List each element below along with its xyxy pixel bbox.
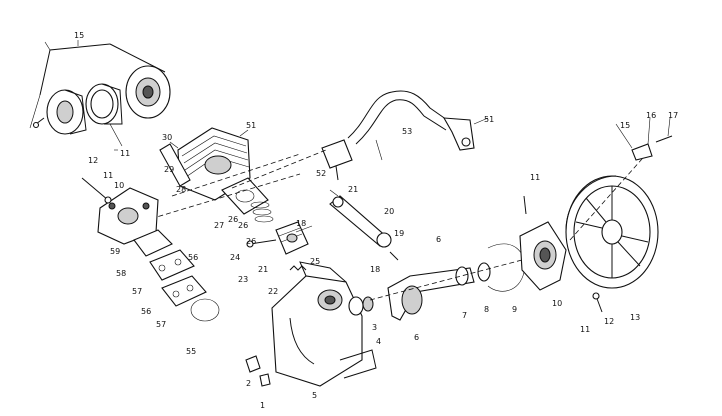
callout-18-rod: 18	[370, 265, 380, 274]
callout-16: 16	[646, 111, 656, 120]
callout-26-a: 26	[228, 215, 238, 224]
callout-20: 20	[384, 207, 394, 216]
discharge-tube-assembly	[231, 90, 475, 189]
callout-11-left: 11	[103, 171, 113, 180]
air-filter-assembly	[29, 41, 171, 147]
callout-59: 59	[110, 247, 120, 256]
crankcase	[245, 261, 377, 387]
callout-26-b: 26	[238, 221, 248, 230]
callout-30: 30	[162, 133, 172, 142]
callout-15-washer: 15	[620, 121, 630, 130]
callout-11-bolt: 11	[580, 325, 590, 334]
callout-12-left: 12	[88, 156, 98, 165]
callout-15-top: 15	[74, 31, 84, 40]
callout-6-key: 6	[436, 235, 441, 244]
callout-27: 27	[214, 221, 224, 230]
callout-9: 9	[512, 305, 517, 314]
callout-23: 23	[238, 275, 248, 284]
callout-52: 52	[316, 169, 326, 178]
callout-12-washer: 12	[604, 317, 614, 326]
callout-21-mid: 21	[258, 265, 268, 274]
callout-57-a: 57	[132, 287, 142, 296]
bearing-cover	[487, 195, 567, 292]
callout-53: 53	[402, 127, 412, 136]
callout-26-c: 26	[246, 237, 256, 246]
callout-25: 25	[310, 257, 320, 266]
callout-51-elbow: 51	[484, 115, 494, 124]
callout-11-filter: 11	[120, 149, 130, 158]
flywheel	[565, 135, 673, 313]
callout-6-shaft: 6	[414, 333, 419, 342]
cylinder-head-assembly	[119, 127, 301, 229]
callout-10-cover: 10	[552, 299, 562, 308]
callout-28: 28	[176, 185, 186, 194]
callout-3: 3	[372, 323, 377, 332]
crankshaft	[369, 249, 561, 321]
callout-56-b: 56	[141, 307, 151, 316]
callout-1: 1	[260, 401, 265, 410]
callout-22: 22	[268, 287, 278, 296]
callout-57-b: 57	[156, 320, 166, 329]
callout-58: 58	[116, 269, 126, 278]
callout-51-head: 51	[246, 121, 256, 130]
callout-13: 13	[630, 313, 640, 322]
callout-7: 7	[462, 311, 467, 320]
callout-4: 4	[376, 337, 381, 346]
callout-24: 24	[230, 253, 240, 262]
piston-assembly	[246, 195, 399, 271]
leader-lines	[77, 40, 671, 233]
callout-8: 8	[484, 305, 489, 314]
callout-55: 55	[186, 347, 196, 356]
callout-10-left: 10	[114, 181, 124, 190]
callout-21-rod: 21	[348, 185, 358, 194]
callout-2: 2	[246, 379, 251, 388]
callout-11-cover: 11	[530, 173, 540, 182]
callout-17: 17	[668, 111, 678, 120]
valve-cover-assembly	[81, 177, 220, 322]
callout-labels: 15 11 12 11 10 59 58 57 56 56 57 55 30 2…	[74, 31, 678, 410]
callout-19: 19	[394, 229, 404, 238]
callout-18-mid: 18	[296, 219, 306, 228]
callout-56-a: 56	[188, 253, 198, 262]
callout-5: 5	[312, 391, 317, 400]
callout-29: 29	[164, 165, 174, 174]
